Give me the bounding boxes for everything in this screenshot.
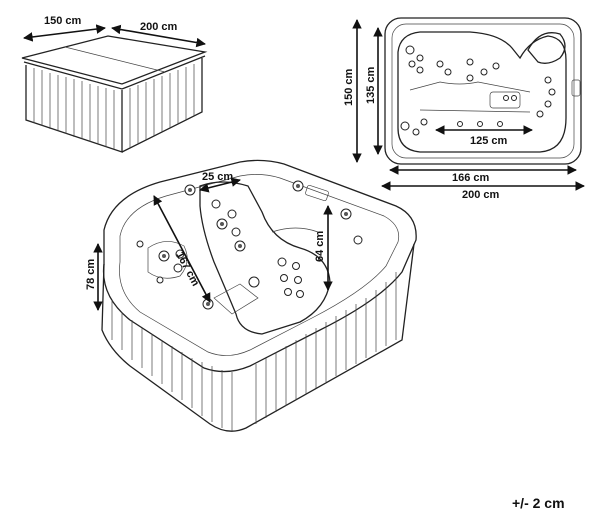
top-outer-width-label: 200 cm [462, 189, 500, 201]
top-view-jets [400, 45, 556, 136]
tolerance-note: +/- 2 cm [512, 495, 565, 511]
cabinet-slats [33, 64, 195, 149]
inner-height-label: 64 cm [314, 231, 326, 262]
cover-width-label: 150 cm [44, 15, 82, 27]
seat-width-label: 25 cm [202, 171, 233, 183]
top-inner-width-label: 166 cm [452, 172, 490, 184]
outer-height-label: 78 cm [85, 259, 97, 290]
cover-length-label: 200 cm [140, 21, 178, 33]
top-view-illustration [352, 17, 585, 191]
top-seat-span-label: 125 cm [470, 135, 508, 147]
top-inner-depth-label: 135 cm [365, 66, 377, 104]
perspective-cabinet-slats [111, 272, 397, 432]
top-outer-depth-label: 150 cm [343, 68, 355, 106]
covered-tub-illustration [21, 24, 208, 153]
perspective-tub-illustration [93, 159, 417, 432]
